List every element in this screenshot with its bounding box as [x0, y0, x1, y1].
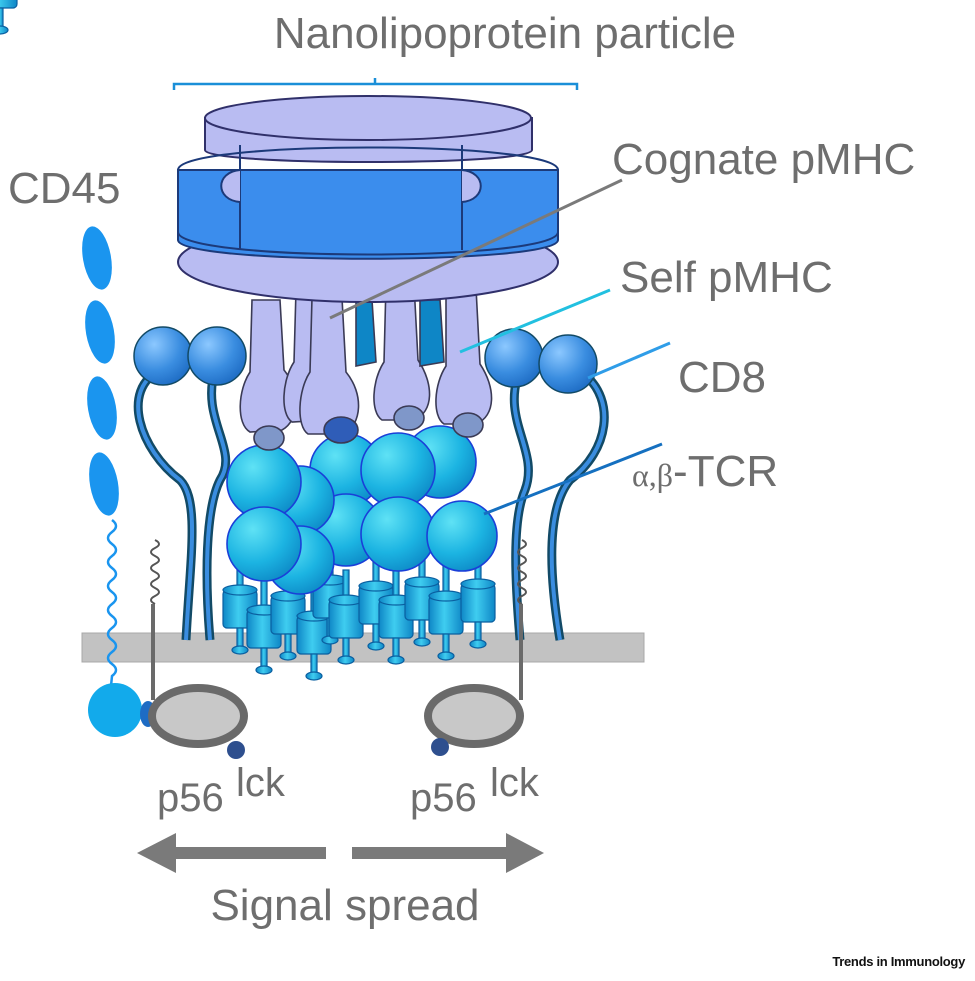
tcr-label: α,β-TCR — [632, 447, 778, 496]
signal-arrows — [137, 833, 544, 873]
leader-tcr — [483, 442, 663, 516]
tcr-greek: α,β — [632, 457, 673, 493]
journal-credit: Trends in Immunology — [832, 954, 965, 969]
cd45-label: CD45 — [8, 164, 121, 213]
credit-part1: Trends in — [832, 954, 888, 969]
signal-spread-label: Signal spread — [210, 881, 479, 930]
lck-right-label: lck — [490, 761, 540, 805]
cd8-right — [484, 328, 609, 641]
lck-left-label: lck — [236, 761, 286, 805]
lck-right — [424, 539, 527, 756]
nanodisc — [177, 95, 559, 303]
title-label: Nanolipoprotein particle — [274, 9, 736, 58]
p56-left-label: p56 — [157, 776, 224, 820]
leader-cognate — [329, 178, 623, 320]
cell-membrane — [81, 632, 645, 663]
cd45-molecule — [82, 226, 156, 737]
self-pmhc-label: Self pMHC — [620, 253, 833, 302]
lck-left — [148, 539, 248, 759]
leader-self — [459, 288, 611, 354]
title-bracket — [172, 78, 579, 90]
leader-cd8 — [587, 341, 671, 380]
cd8-left — [133, 326, 247, 641]
p56-right-label: p56 — [410, 776, 477, 820]
tcr-spheres — [226, 425, 498, 595]
cd8-label: CD8 — [678, 353, 766, 402]
cognate-pmhc-label: Cognate pMHC — [612, 135, 915, 184]
tcr-suffix: -TCR — [673, 447, 778, 496]
pmhc-molecules — [239, 283, 493, 451]
credit-part2: Immunology — [890, 954, 966, 969]
tcr-transmembrane — [0, 0, 496, 681]
